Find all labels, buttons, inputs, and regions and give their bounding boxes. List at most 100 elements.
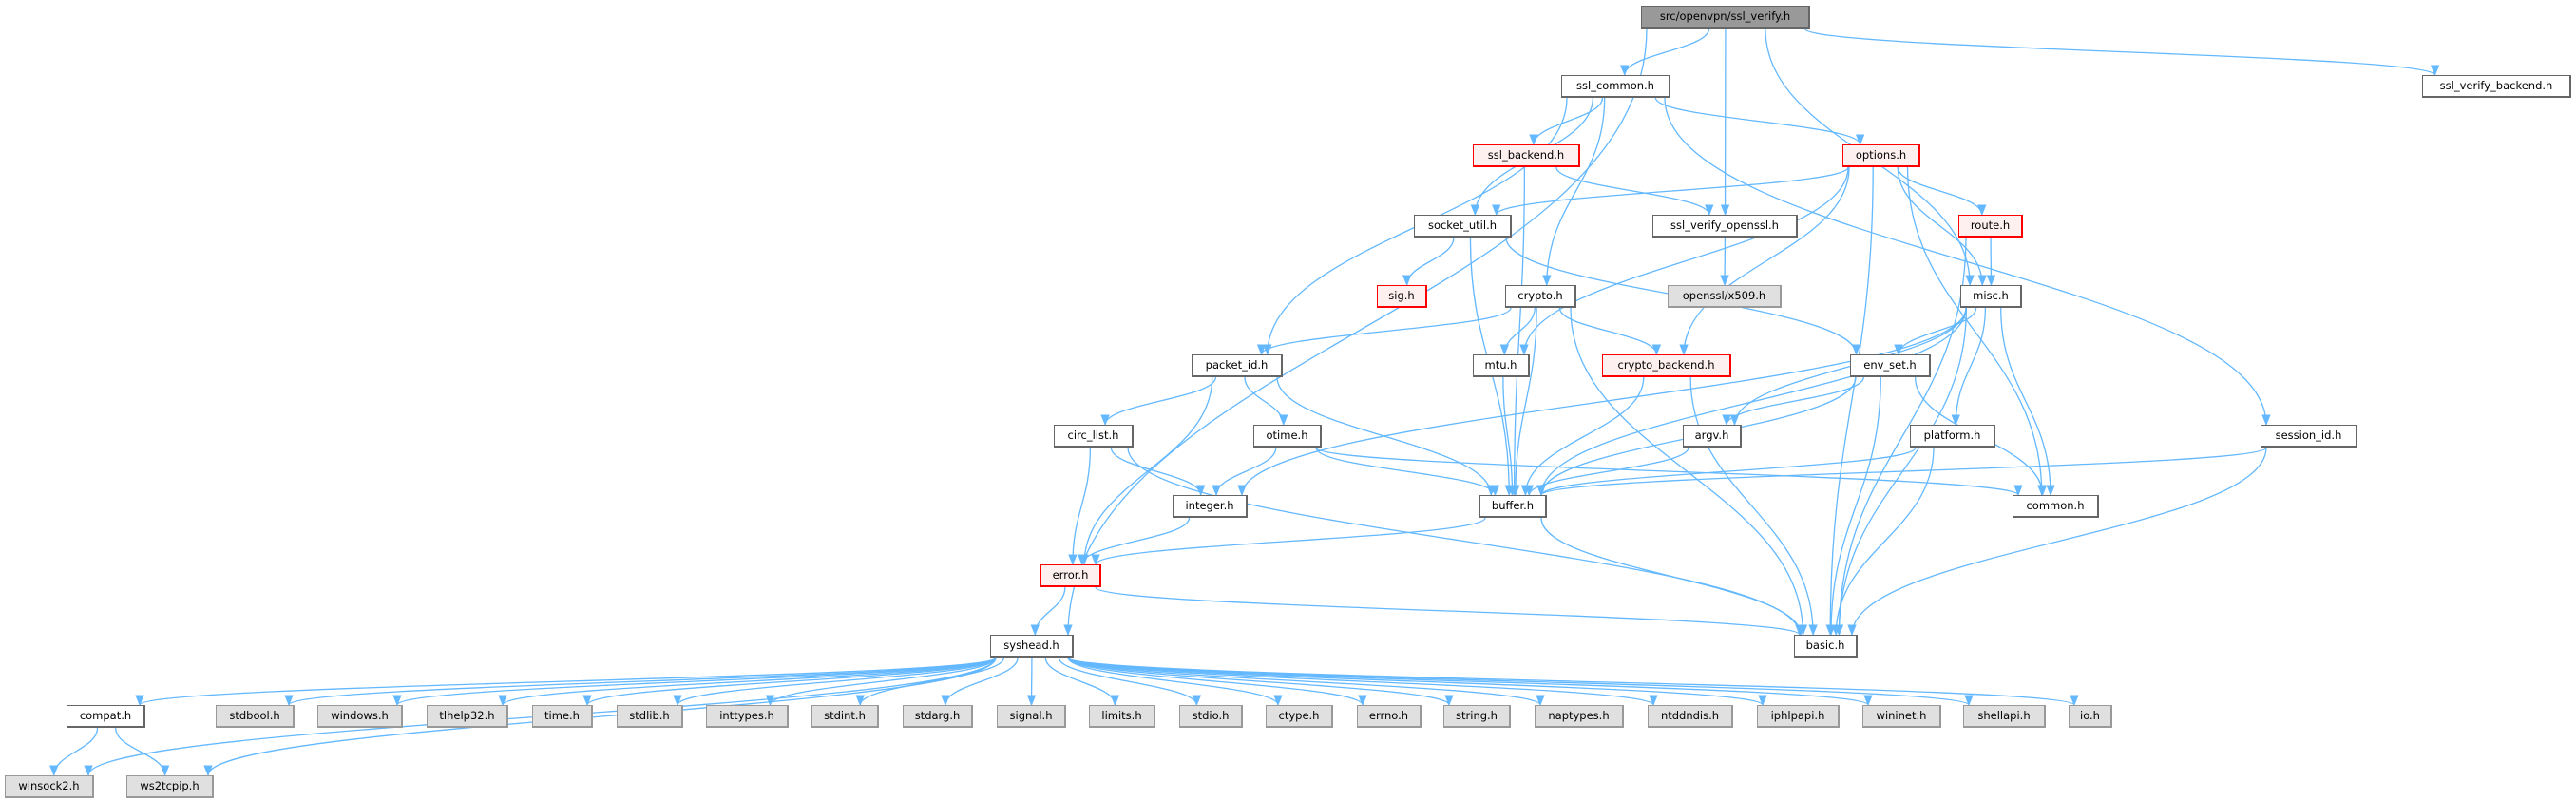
node-ws2tcpip: ws2tcpip.h [126,775,214,798]
edge-options-to-common [1906,166,2047,497]
edge-syshead-to-stdarg [941,657,1019,707]
edge-socket_util-to-sig [1402,237,1455,287]
edge-misc-to-platform [1951,307,1987,427]
edge-circ_list-to-integer [1110,447,1206,497]
node-env-set[interactable]: env_set.h [1850,354,1931,377]
edge-otime-to-integer [1212,447,1277,497]
node-tlhelp32: tlhelp32.h [427,705,508,728]
edge-platform-to-basic [1831,447,1935,637]
edge-packet_id-to-error [1079,376,1213,566]
edge-options-to-route [1897,166,1987,217]
edge-session_id-to-basic [1847,447,2267,637]
node-syshead[interactable]: syshead.h [990,635,1074,658]
node-platform[interactable]: platform.h [1910,425,1995,448]
node-session-id[interactable]: session_id.h [2261,425,2357,448]
edge-otime-to-buffer [1315,447,1500,497]
node-ssl-verify-backend[interactable]: ssl_verify_backend.h [2422,75,2571,98]
node-circ-list[interactable]: circ_list.h [1054,425,1134,448]
node-wininet: wininet.h [1862,705,1941,728]
node-time: time.h [532,705,593,728]
node-otime[interactable]: otime.h [1253,425,1322,448]
edge-crypto-to-buffer [1511,307,1537,497]
node-packet-id[interactable]: packet_id.h [1192,354,1283,377]
node-argv[interactable]: argv.h [1683,425,1742,448]
edge-syshead-to-limits [1044,657,1120,707]
edge-ssl_backend-to-ssl_verify_openssl [1555,166,1714,217]
node-route[interactable]: route.h [1958,215,2023,238]
edge-ssl_common-to-options [1654,97,1865,146]
node-compat[interactable]: compat.h [67,705,145,728]
node-naptypes: naptypes.h [1535,705,1624,728]
node-stdarg: stdarg.h [903,705,973,728]
edge-crypto_backend-to-basic [1689,376,1818,637]
node-ssl-verify[interactable]: src/openvpn/ssl_verify.h [1641,6,1810,29]
node-winsock2: winsock2.h [5,775,94,798]
edge-options-to-mtu [1519,166,1849,356]
node-sig[interactable]: sig.h [1377,285,1427,308]
node-inttypes: inttypes.h [706,705,789,728]
edge-ssl_verify-to-ssl_verify_backend [1803,28,2439,77]
node-common[interactable]: common.h [2013,495,2099,518]
node-ssl-common[interactable]: ssl_common.h [1561,75,1670,98]
node-socket-util[interactable]: socket_util.h [1414,215,1512,238]
edge-syshead-to-string [1067,657,1454,707]
edge-syshead-to-tlhelp32 [498,657,997,707]
edge-syshead-to-ntddndis [1067,657,1658,707]
edge-session_id-to-buffer [1536,447,2267,497]
node-crypto-backend[interactable]: crypto_backend.h [1602,354,1731,377]
edge-crypto-to-basic [1570,307,1808,637]
edge-route-to-basic [1834,237,1967,637]
edge-syshead-to-time [582,657,997,707]
node-iphlpapi: iphlpapi.h [1757,705,1840,728]
edge-syshead-to-iphlpapi [1067,657,1767,707]
edge-ssl_verify-to-ssl_common [1620,28,1710,77]
edge-options-to-crypto_backend [1679,166,1850,356]
node-error[interactable]: error.h [1040,564,1101,587]
edge-syshead-to-compat [135,657,997,707]
edge-syshead-to-stdbool [284,657,997,707]
edge-error-to-basic [1095,586,1804,637]
node-ssl-backend[interactable]: ssl_backend.h [1473,144,1580,167]
edge-syshead-to-stdio [1058,657,1202,707]
node-misc[interactable]: misc.h [1960,285,2022,308]
edge-env_set-to-basic [1826,376,1881,637]
edge-misc-to-buffer [1536,307,1967,497]
node-crypto[interactable]: crypto.h [1505,285,1576,308]
edge-syshead-to-wininet [1067,657,1873,707]
node-ctype: ctype.h [1266,705,1333,728]
node-ssl-verify-openssl[interactable]: ssl_verify_openssl.h [1652,215,1798,238]
edge-ssl_common-to-ssl_backend [1529,97,1604,146]
node-signal: signal.h [997,705,1066,728]
edge-integer-to-error [1078,517,1191,566]
node-limits: limits.h [1089,705,1155,728]
node-basic[interactable]: basic.h [1794,635,1858,658]
node-errno: errno.h [1357,705,1422,728]
edge-otime-to-common [1315,447,2023,497]
node-ntddndis: ntddndis.h [1648,705,1733,728]
node-stdint: stdint.h [811,705,879,728]
edge-syshead-to-errno [1067,657,1367,707]
node-options[interactable]: options.h [1842,144,1920,167]
node-stdlib: stdlib.h [617,705,683,728]
node-shellapi: shellapi.h [1963,705,2046,728]
edge-env_set-to-argv [1722,376,1865,427]
edge-crypto_backend-to-buffer [1520,376,1645,497]
node-stdio: stdio.h [1179,705,1243,728]
node-buffer[interactable]: buffer.h [1479,495,1547,518]
edge-syshead-to-io [1067,657,2079,707]
edge-compat-to-ws2tcpip [114,727,170,777]
edge-packet_id-to-otime [1244,376,1288,427]
node-windows: windows.h [317,705,403,728]
node-mtu[interactable]: mtu.h [1473,354,1530,377]
edge-circ_list-to-basic [1127,447,1804,637]
edge-ssl_common-to-crypto [1542,97,1606,287]
edge-options-to-misc [1897,166,1987,287]
edge-syshead-to-ws2tcpip [203,657,997,777]
node-x509: openssl/x509.h [1668,285,1782,308]
edge-packet_id-to-buffer [1276,376,1496,497]
node-integer[interactable]: integer.h [1173,495,1248,518]
edge-syshead-to-naptypes [1067,657,1545,707]
node-io: io.h [2069,705,2112,728]
